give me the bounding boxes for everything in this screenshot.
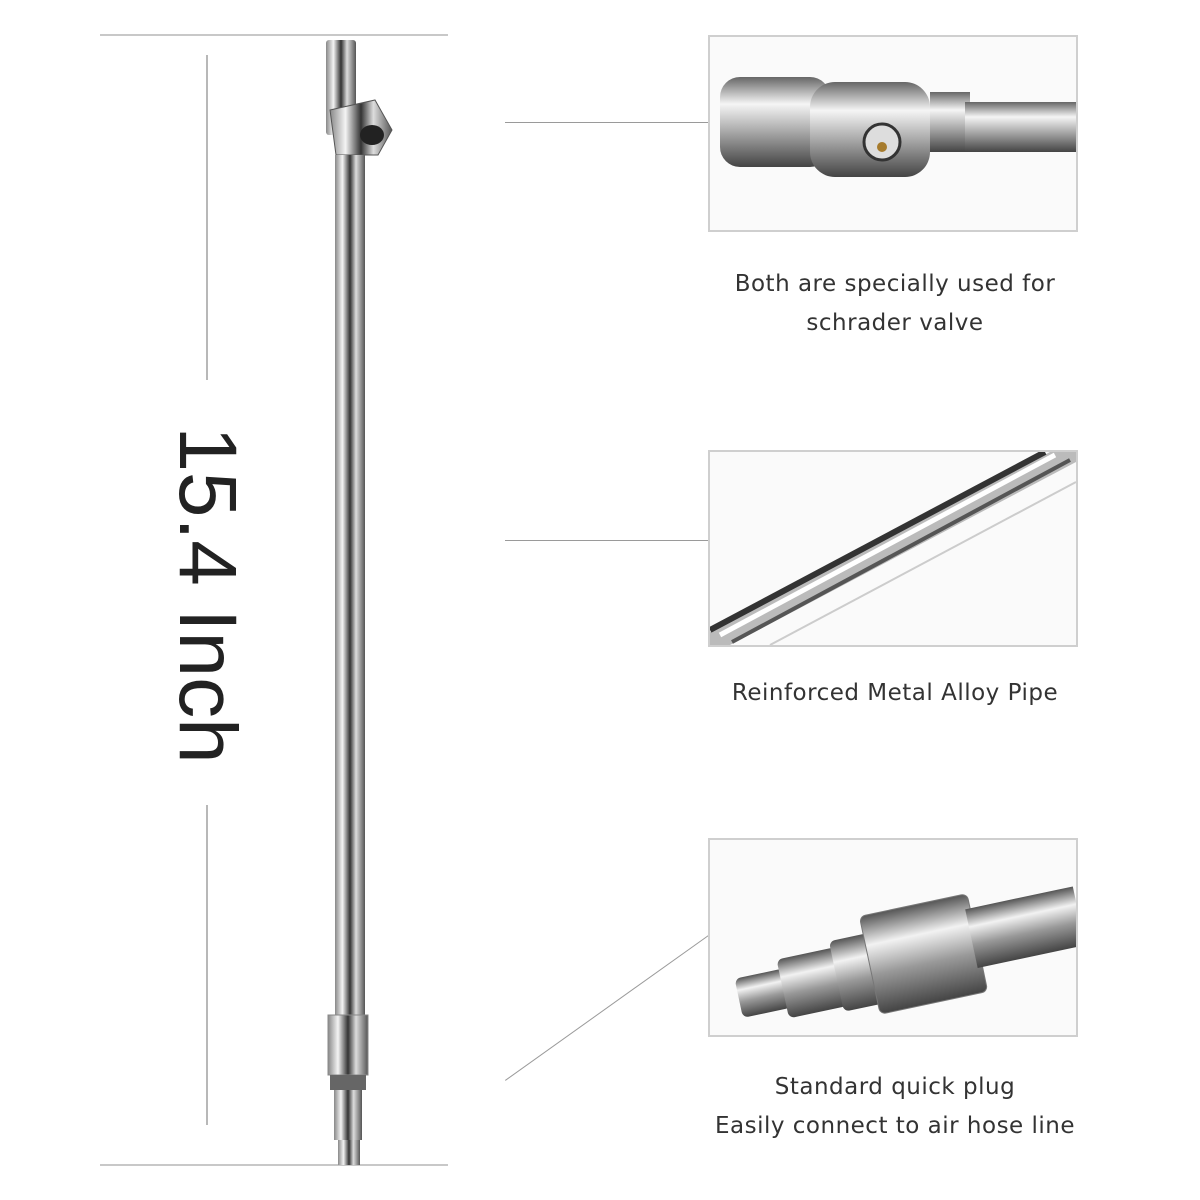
feature-image-quick-plug (708, 838, 1078, 1037)
caption-line: Easily connect to air hose line (714, 1113, 1076, 1139)
feature-caption-3: Standard quick plug Easily connect to ai… (690, 1068, 1100, 1146)
leader-line-3 (505, 934, 710, 1081)
feature-caption-1: Both are specially used for schrader val… (690, 265, 1100, 343)
top-dimension-line (100, 34, 448, 36)
caption-line: Both are specially used for (734, 271, 1056, 297)
caption-line: Standard quick plug (774, 1074, 1016, 1100)
bottom-dimension-line (100, 1164, 448, 1166)
feature-image-metal-pipe (708, 450, 1078, 647)
leader-line-1 (505, 122, 708, 123)
tire-chuck-product-image (326, 40, 393, 1165)
length-label: 15.4 Inch (162, 426, 253, 764)
dimension-arrow-upper (206, 55, 208, 380)
caption-line: Reinforced Metal Alloy Pipe (731, 680, 1059, 706)
leader-line-2 (505, 540, 708, 541)
feature-image-dual-head-chuck (708, 35, 1078, 232)
dimension-arrow-lower (206, 805, 208, 1125)
caption-line: schrader valve (806, 310, 984, 336)
feature-caption-2: Reinforced Metal Alloy Pipe (690, 674, 1100, 713)
